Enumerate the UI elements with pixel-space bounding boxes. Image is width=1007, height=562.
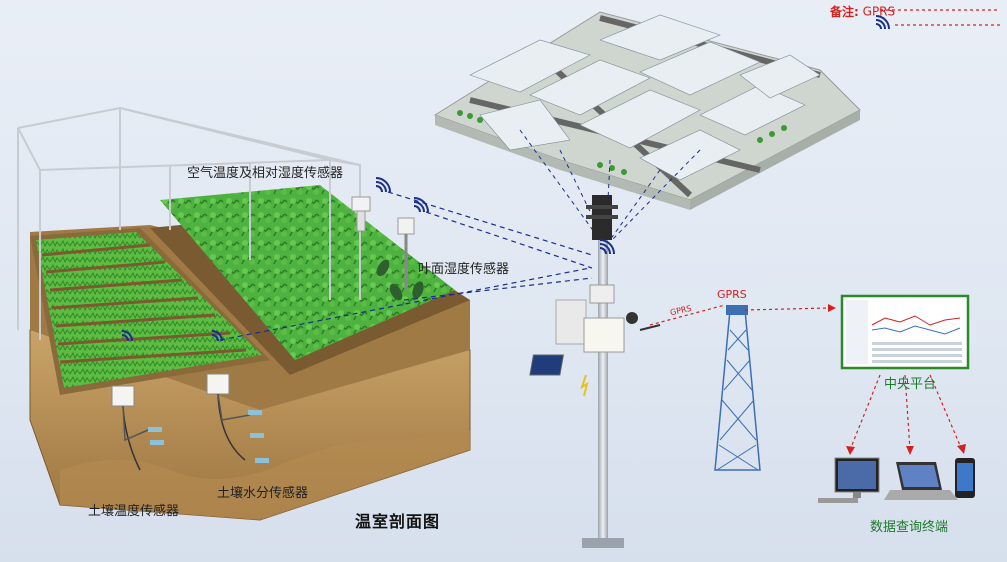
- wifi-icon: [599, 239, 615, 255]
- legend-wifi-icon: [875, 15, 890, 30]
- greenhouse-park-aerial: [433, 11, 861, 241]
- air-sensor-label: 空气温度及相对湿度传感器: [187, 166, 344, 181]
- wireless-links: [219, 191, 593, 341]
- legend-gprs-label: GPRS: [862, 4, 896, 19]
- weather-station: [529, 195, 661, 548]
- gprs-links: [649, 9, 1000, 451]
- soil-temp-sensor: [111, 385, 164, 471]
- leaf-sensor-label: 叶面湿度传感器: [418, 262, 510, 277]
- soil-temp-sensor-label: 土壤温度传感器: [88, 504, 180, 519]
- laptop-icon: [884, 462, 958, 500]
- gprs-tower-label: GPRS: [717, 288, 747, 301]
- legend: 备注: GPRS: [830, 3, 895, 20]
- data-logger-box: [583, 317, 625, 353]
- greenhouse-section: [17, 106, 593, 521]
- soil-moisture-sensor: [206, 373, 269, 463]
- greenhouse-section-title: 温室剖面图: [355, 512, 441, 531]
- central-platform-screen: [840, 294, 970, 370]
- crop-plants-right: [160, 185, 455, 360]
- soil-moisture-sensor-label: 土壤水分传感器: [217, 486, 309, 501]
- leaf-sensor-device: [376, 217, 424, 301]
- central-platform-label: 中央平台: [884, 377, 937, 392]
- solar-panel: [529, 354, 564, 376]
- desktop-icon: [818, 457, 880, 503]
- greenhouse-frame: [17, 106, 361, 340]
- wifi-icon: [121, 177, 429, 342]
- air-sensor-device: [351, 196, 371, 232]
- phone-icon: [955, 458, 975, 498]
- gprs-tower: [714, 305, 761, 471]
- crop-rows-left: [36, 232, 262, 388]
- legend-note-label: 备注:: [830, 5, 859, 19]
- data-terminal-label: 数据查询终端: [870, 520, 949, 535]
- rain-gauge: [555, 299, 587, 345]
